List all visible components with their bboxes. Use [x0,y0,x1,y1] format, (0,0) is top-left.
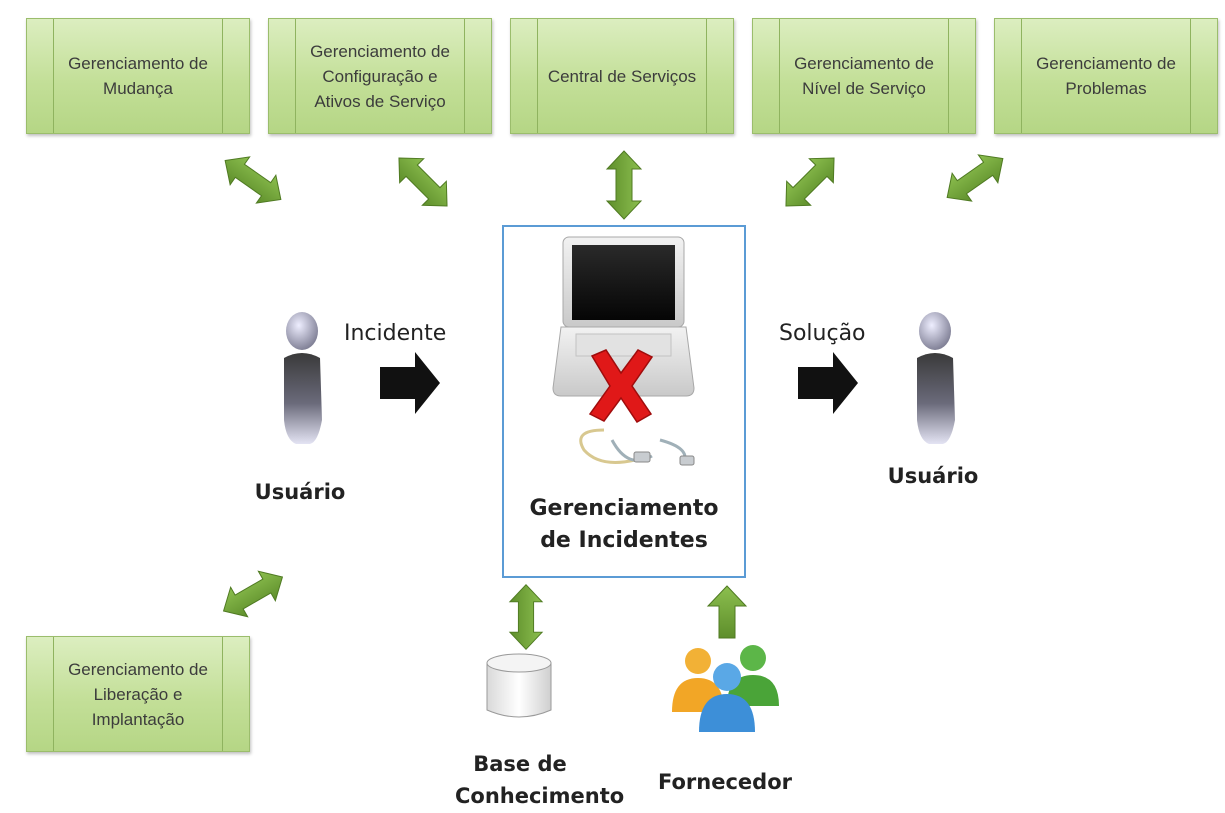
flow-arrow-solucao [798,352,858,414]
arrow-nivel-incidentes [773,145,847,219]
process-central-servicos-label: Central de Serviços [547,66,697,86]
flow-arrow-incidente [380,352,440,414]
user-left-label: Usuário [254,480,346,504]
process-mudanca: Gerenciamento de Mudança [26,18,250,134]
arrow-central-incidentes [606,150,642,220]
process-problemas: Gerenciamento de Problemas [994,18,1218,134]
process-nivel-servico: Gerenciamento de Nível de Serviço [752,18,976,134]
cable-icon [579,428,695,466]
arrow-mudanca-incidentes [214,146,292,214]
process-configuracao: Gerenciamento de Configuração e Ativos d… [268,18,492,134]
center-title: Gerenciamento de Incidentes [529,496,719,553]
process-configuracao-label: Gerenciamento de Configuração e Ativos d… [310,41,450,111]
process-mudanca-label: Gerenciamento de Mudança [68,54,208,98]
arrow-liberacao-usuario [214,561,292,627]
process-nivel-servico-label: Gerenciamento de Nível de Serviço [794,54,934,98]
arrow-configuracao-incidentes [386,145,460,219]
arrow-base-incidentes [509,584,543,650]
process-central-servicos: Central de Serviços [510,18,734,134]
process-liberacao: Gerenciamento de Liberação e Implantação [26,636,250,752]
supplier-people-icon [672,645,779,732]
process-problemas-label: Gerenciamento de Problemas [1036,54,1176,98]
broken-laptop-icon [552,236,695,397]
solucao-label: Solução [779,321,866,346]
arrow-fornecedor-incidentes [707,585,747,639]
database-icon [486,653,552,718]
process-liberacao-label: Gerenciamento de Liberação e Implantação [68,659,208,729]
red-x-icon [588,349,654,423]
user-left-icon [284,312,322,444]
incidente-label: Incidente [344,321,447,346]
user-right-label: Usuário [887,464,979,488]
arrow-problemas-incidentes [936,144,1014,212]
fornecedor-label: Fornecedor [658,770,792,794]
base-conhecimento-label: Base de Conhecimento [455,752,625,808]
user-right-icon [917,312,955,444]
